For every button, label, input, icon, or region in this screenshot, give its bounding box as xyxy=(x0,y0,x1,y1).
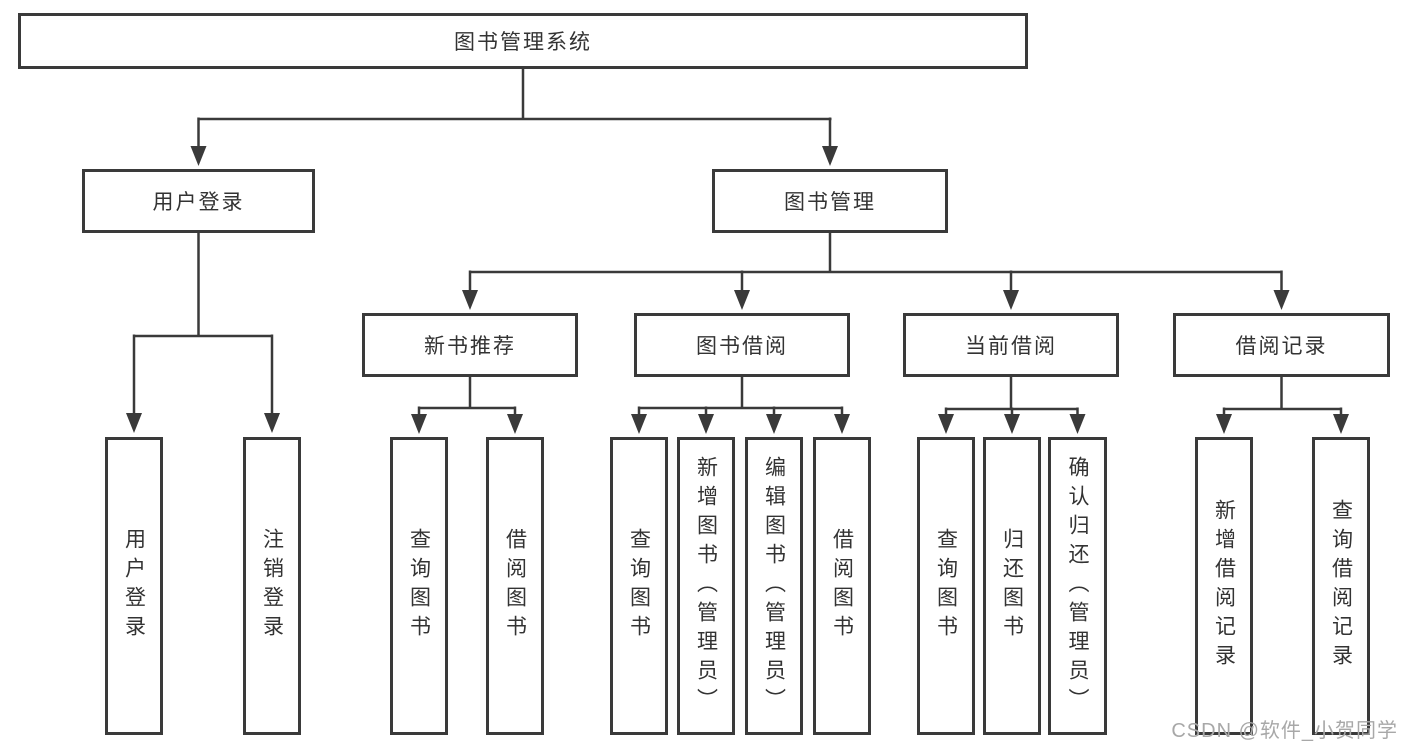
node-new-book-recommendation-label: 新书推荐 xyxy=(424,335,516,358)
node-book-borrowing-label: 图书借阅 xyxy=(696,335,788,358)
leaf-confirm-return-admin: 确认归还（管理员） xyxy=(1048,437,1107,735)
leaf-return-books: 归还图书 xyxy=(983,437,1041,735)
edge-new-book-trunk xyxy=(419,375,515,410)
leaf-current-query-books: 查询图书 xyxy=(917,437,975,735)
edge-user-login-trunk xyxy=(134,231,272,338)
leaf-logout: 注销登录 xyxy=(243,437,301,735)
leaf-confirm-return-admin-label: 确认归还（管理员） xyxy=(1066,455,1089,717)
node-user-login-label: 用户登录 xyxy=(152,191,245,214)
leaf-query-borrow-record: 查询借阅记录 xyxy=(1312,437,1370,735)
edge-book-borrow-trunk xyxy=(639,375,842,410)
leaf-add-books-admin-label: 新增图书（管理员） xyxy=(694,455,718,717)
node-current-borrowing-label: 当前借阅 xyxy=(965,335,1057,358)
leaf-borrow-books-label: 借阅图书 xyxy=(830,528,854,644)
node-book-borrowing: 图书借阅 xyxy=(634,313,850,377)
node-user-login: 用户登录 xyxy=(82,169,315,233)
node-new-book-recommendation: 新书推荐 xyxy=(362,313,578,377)
leaf-add-borrow-record: 新增借阅记录 xyxy=(1195,437,1253,735)
node-borrowing-records: 借阅记录 xyxy=(1173,313,1390,377)
leaf-logout-label: 注销登录 xyxy=(260,528,284,644)
leaf-borrow-query-books-label: 查询图书 xyxy=(627,528,651,644)
node-current-borrowing: 当前借阅 xyxy=(903,313,1119,377)
edge-records-trunk xyxy=(1224,375,1341,411)
leaf-query-borrow-record-label: 查询借阅记录 xyxy=(1329,499,1353,673)
leaf-edit-books-admin-label: 编辑图书（管理员） xyxy=(762,455,786,717)
leaf-newbook-borrow-books: 借阅图书 xyxy=(486,437,544,735)
leaf-current-query-books-label: 查询图书 xyxy=(934,528,958,644)
leaf-newbook-query-books-label: 查询图书 xyxy=(407,528,431,644)
edge-book-mgmt-trunk xyxy=(470,231,1282,274)
leaf-add-books-admin: 新增图书（管理员） xyxy=(677,437,735,735)
leaf-newbook-borrow-books-label: 借阅图书 xyxy=(503,528,527,644)
node-root-system: 图书管理系统 xyxy=(18,13,1028,69)
node-book-management-label: 图书管理 xyxy=(784,191,876,214)
leaf-edit-books-admin: 编辑图书（管理员） xyxy=(745,437,803,735)
node-book-management: 图书管理 xyxy=(712,169,948,233)
leaf-user-login-label: 用户登录 xyxy=(122,528,146,644)
leaf-newbook-query-books: 查询图书 xyxy=(390,437,448,735)
csdn-watermark: CSDN @软件_小贺同学 xyxy=(1171,720,1398,742)
node-borrowing-records-label: 借阅记录 xyxy=(1235,335,1328,358)
leaf-user-login: 用户登录 xyxy=(105,437,163,735)
edge-root-trunk xyxy=(197,67,832,121)
node-root-system-label: 图书管理系统 xyxy=(454,31,592,54)
leaf-return-books-label: 归还图书 xyxy=(1000,528,1024,644)
leaf-borrow-books: 借阅图书 xyxy=(813,437,871,735)
edge-current-trunk xyxy=(946,375,1078,411)
leaf-add-borrow-record-label: 新增借阅记录 xyxy=(1212,499,1236,673)
leaf-borrow-query-books: 查询图书 xyxy=(610,437,668,735)
